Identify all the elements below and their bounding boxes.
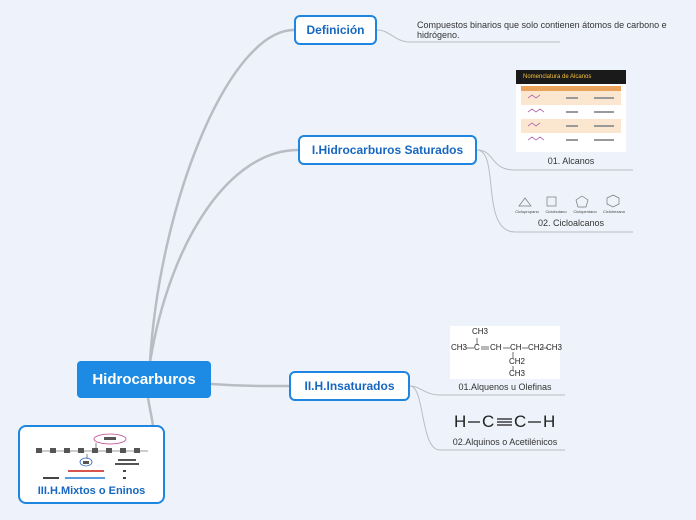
alquino-c2: C <box>514 412 527 431</box>
cicloalcano-name-1: Ciclopropano <box>515 209 539 214</box>
alquinos-formula-image: H C C H <box>450 410 560 434</box>
connector-root-insaturados <box>210 382 290 388</box>
mixtos-structure-image <box>36 433 148 479</box>
alquino-left-h: H <box>454 412 467 431</box>
connector-root-mixtos <box>146 397 155 427</box>
alquenos-caption: 01.Alquenos u Olefinas <box>458 382 552 392</box>
node-h-insaturados[interactable]: II.H.Insaturados <box>289 371 410 401</box>
node-h-mixtos-o-eninos[interactable]: III.H.Mixtos o Eninos <box>18 425 165 504</box>
alquenos-bonds <box>466 338 548 370</box>
alquino-right-h: H <box>543 412 556 431</box>
alqueno-branch-1: CH2 <box>509 357 526 366</box>
cicloalcano-name-2: Ciclobutano <box>545 209 567 214</box>
connector-saturados-alcanos <box>476 149 633 171</box>
alqueno-main-4: CH <box>510 343 522 352</box>
connector-insaturados-alquenos <box>409 385 565 396</box>
alqueno-top: CH3 <box>472 327 489 336</box>
connector-root-saturados <box>148 148 299 363</box>
cicloalcanos-rings <box>518 194 620 208</box>
alquenos-formula-image: CH3 CH3 C CH CH CH2 CH3 CH2 CH3 <box>450 326 563 379</box>
connector-definicion-note <box>376 29 560 43</box>
alcanos-table-image: Nomenclatura de Alcanos <box>516 70 626 152</box>
node-hidrocarburos-saturados[interactable]: I.Hidrocarburos Saturados <box>298 135 477 165</box>
connector-root-definicion <box>148 28 295 363</box>
cicloalcanos-caption: 02. Cicloalcanos <box>537 218 605 228</box>
cicloalcanos-image: Ciclopropano Ciclobutano Ciclopentano Ci… <box>512 192 630 216</box>
alcanos-caption: 01. Alcanos <box>547 156 595 166</box>
alqueno-branch-2: CH3 <box>509 369 526 378</box>
alqueno-main-3: CH <box>490 343 502 352</box>
alqueno-main-1: CH3 <box>451 343 468 352</box>
alquinos-caption: 02.Alquinos o Acetilénicos <box>452 437 558 447</box>
alquinos-bonds <box>468 418 541 426</box>
alquino-c1: C <box>482 412 495 431</box>
connector-saturados-cicloalcanos <box>476 149 633 233</box>
alqueno-main-6: CH3 <box>546 343 563 352</box>
node-definicion[interactable]: Definición <box>294 15 377 45</box>
cicloalcano-name-4: Ciclohexano <box>602 209 625 214</box>
alcanos-table-title: Nomenclatura de Alcanos <box>516 70 626 84</box>
connector-insaturados-alquinos <box>409 385 565 451</box>
alcanos-table-graphic <box>521 86 621 147</box>
alqueno-main-5: CH2 <box>528 343 545 352</box>
definicion-note: Compuestos binarios que solo contienen á… <box>417 20 667 40</box>
mixtos-label: III.H.Mixtos o Eninos <box>37 485 146 497</box>
alqueno-main-2: C <box>474 343 480 352</box>
cicloalcano-name-3: Ciclopentano <box>573 209 597 214</box>
root-node-hidrocarburos[interactable]: Hidrocarburos <box>77 361 211 398</box>
